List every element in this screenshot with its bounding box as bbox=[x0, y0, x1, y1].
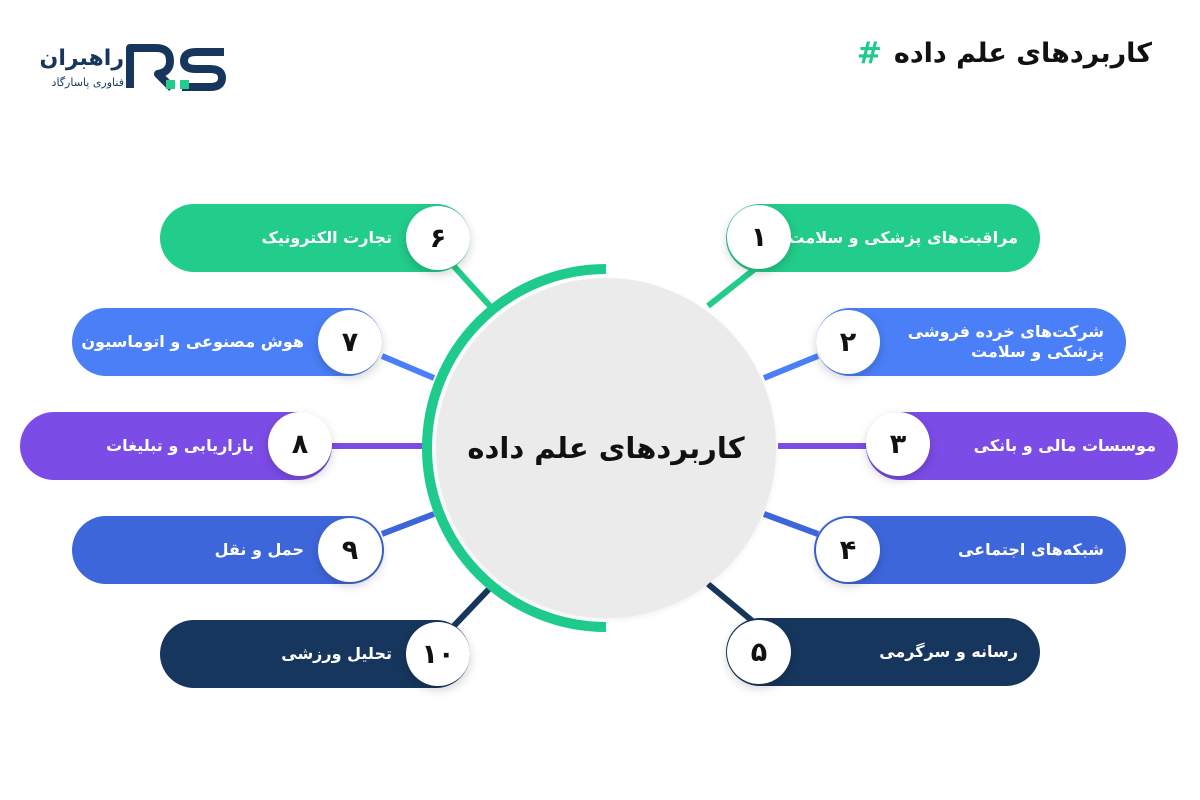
item-label: مراقبت‌های پزشکی و سلامت bbox=[788, 228, 1018, 247]
item-label: هوش مصنوعی و اتوماسیون bbox=[81, 332, 304, 351]
brand-logo: راهبران فناوری پاسارگاد bbox=[39, 42, 226, 96]
item-number-badge: ۲ bbox=[816, 310, 880, 374]
center-label: کاربردهای علم داده bbox=[467, 431, 745, 465]
page-title-text: کاربردهای علم داده bbox=[893, 38, 1152, 69]
item-number-badge: ۱ bbox=[727, 205, 791, 269]
item-label: حمل و نقل bbox=[214, 540, 304, 559]
logo-name: راهبران bbox=[39, 46, 124, 71]
item-label: بازاریابی و تبلیغات bbox=[106, 436, 254, 455]
connector-line-6 bbox=[447, 259, 493, 309]
connector-line-9 bbox=[380, 511, 436, 537]
logo-mark-icon bbox=[126, 44, 226, 91]
connector-line-2 bbox=[762, 353, 820, 381]
connector-line-7 bbox=[380, 353, 436, 381]
item-number-badge: ۷ bbox=[318, 310, 382, 374]
item-label: شبکه‌های اجتماعی bbox=[957, 540, 1104, 559]
item-number-badge: ۴ bbox=[816, 518, 880, 582]
item-label: تجارت الکترونیک bbox=[261, 228, 392, 247]
page-title: # کاربردهای علم داده bbox=[857, 36, 1152, 71]
item-label: موسسات مالی و بانکی bbox=[973, 436, 1156, 455]
logo-subtitle: فناوری پاسارگاد bbox=[51, 76, 124, 89]
item-number-badge: ۵ bbox=[727, 620, 791, 684]
connector-line-5 bbox=[706, 581, 758, 627]
item-number-badge: ۹ bbox=[318, 518, 382, 582]
connector-line-4 bbox=[762, 511, 820, 537]
item-number-badge: ۳ bbox=[866, 412, 930, 476]
connector-line-10 bbox=[447, 585, 493, 633]
item-number-badge: ۶ bbox=[406, 206, 470, 270]
connector-line-1 bbox=[706, 265, 758, 309]
item-label: رسانه و سرگرمی bbox=[879, 642, 1018, 661]
item-number-badge: ۱۰ bbox=[406, 622, 470, 686]
center-circle: کاربردهای علم داده bbox=[436, 278, 776, 618]
item-label: شرکت‌های خرده فروشی پزشکی و سلامت bbox=[907, 322, 1104, 361]
item-number-badge: ۸ bbox=[268, 412, 332, 476]
item-label: تحلیل ورزشی bbox=[281, 644, 392, 663]
center-ring-arc bbox=[422, 264, 607, 632]
hash-icon: # bbox=[856, 36, 882, 71]
